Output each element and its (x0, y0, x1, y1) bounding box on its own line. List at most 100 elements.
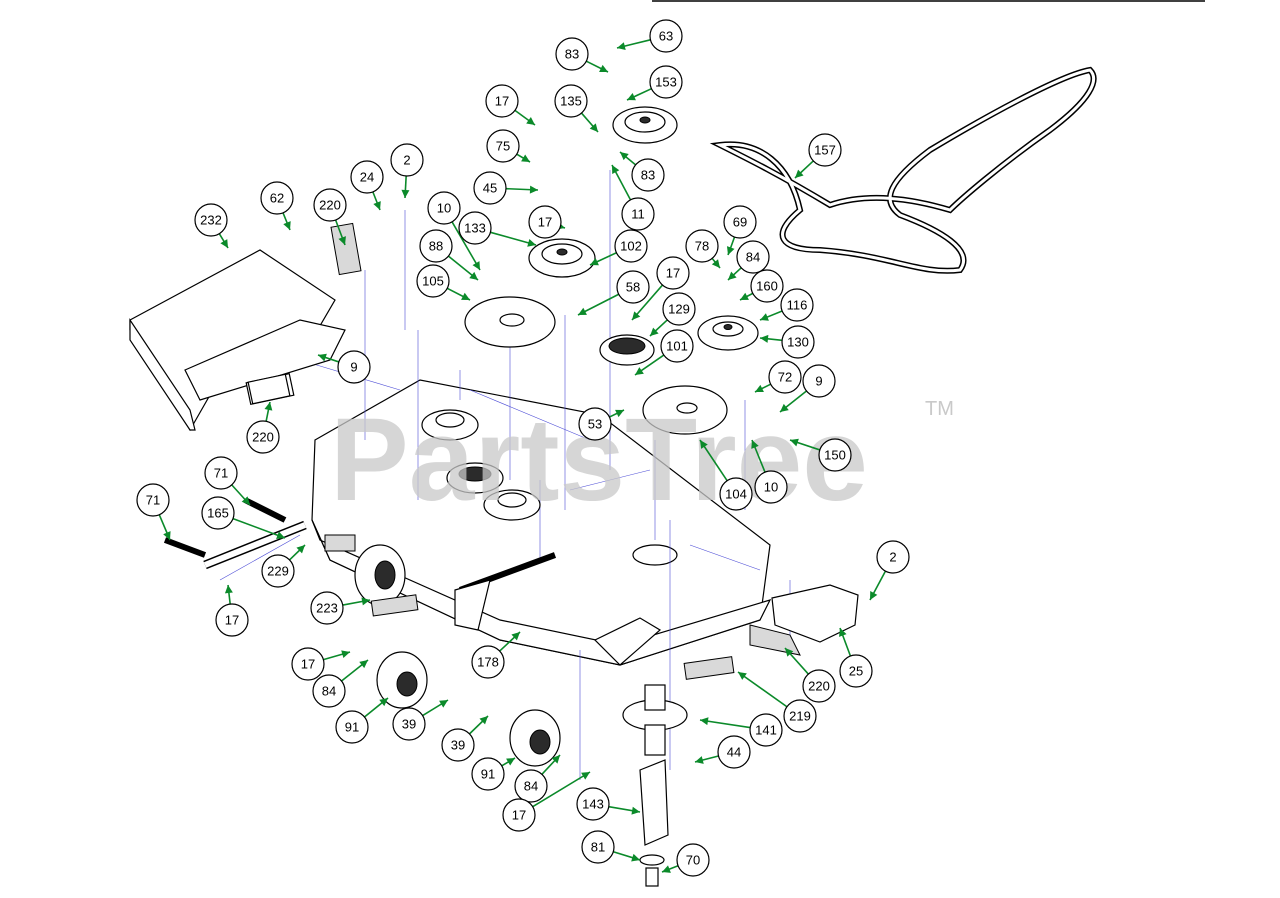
callout-141: 141 (699, 713, 783, 747)
leader-arrowhead (479, 716, 488, 725)
leader-arrowhead (469, 271, 478, 280)
leader-arrowhead (264, 402, 273, 411)
callout-label: 2 (403, 153, 410, 168)
anti-scalp-wheels (354, 544, 561, 767)
callout-label: 10 (764, 480, 778, 495)
callout-circle (802, 669, 836, 703)
callout-129: 129 (649, 292, 696, 337)
callout-circle (736, 240, 770, 274)
leader-arrowhead (296, 545, 305, 554)
callout-circle (471, 757, 505, 791)
leader-line (232, 517, 286, 539)
callout-39: 39 (392, 699, 449, 741)
spindle-assembly (622, 684, 688, 887)
leader-arrowhead (401, 189, 410, 198)
callout-116: 116 (759, 288, 814, 322)
callout-104: 104 (699, 439, 753, 511)
callout-label: 141 (755, 723, 777, 738)
callout-91: 91 (471, 757, 516, 791)
leader-arrowhead (529, 185, 538, 194)
callout-circle (685, 229, 719, 263)
callout-78: 78 (685, 229, 721, 269)
leader-arrowhead (599, 64, 608, 72)
leader-arrowhead (379, 698, 388, 707)
callout-circle (392, 707, 426, 741)
callout-220: 220 (246, 401, 280, 454)
callout-circle (204, 456, 238, 490)
callout-circle (656, 256, 690, 290)
callout-circle (649, 65, 683, 99)
callout-84: 84 (514, 754, 561, 803)
callout-circle (781, 325, 815, 359)
leader-arrowhead (338, 236, 346, 245)
callout-label: 44 (727, 745, 741, 760)
callout-label: 220 (319, 198, 341, 213)
leader-arrowhead (318, 353, 327, 362)
callout-circle (390, 143, 424, 177)
callout-83: 83 (619, 151, 665, 192)
leader-line (451, 221, 481, 271)
callout-label: 83 (641, 168, 655, 183)
callout-label: 101 (666, 339, 688, 354)
leader-arrowhead (839, 628, 847, 637)
callout-135: 135 (554, 84, 599, 133)
callout-circle (514, 769, 548, 803)
callout-circle (578, 407, 612, 441)
callout-circle (555, 37, 589, 71)
callout-label: 17 (225, 613, 239, 628)
leader-arrowhead (521, 154, 530, 162)
callout-72: 72 (754, 360, 802, 394)
callout-84: 84 (312, 659, 369, 708)
callout-58: 58 (577, 270, 650, 316)
callout-220: 220 (313, 188, 347, 246)
callout-label: 91 (481, 767, 495, 782)
callout-101: 101 (634, 329, 694, 376)
leader-arrowhead (738, 672, 747, 680)
leader-arrowhead (795, 169, 804, 178)
leader-arrowhead (224, 585, 233, 594)
callout-label: 129 (668, 302, 690, 317)
leader-arrowhead (506, 758, 515, 766)
callout-label: 45 (483, 181, 497, 196)
leader-arrowhead (755, 384, 764, 392)
leader-arrowhead (590, 258, 599, 266)
callout-229: 229 (261, 544, 306, 588)
callout-circle (485, 84, 519, 118)
callout-69: 69 (723, 205, 757, 256)
callout-circle (808, 133, 842, 167)
callout-17: 17 (215, 584, 249, 637)
leader-arrowhead (790, 438, 799, 447)
callout-label: 223 (316, 601, 338, 616)
callout-label: 63 (659, 29, 673, 44)
callout-102: 102 (589, 229, 648, 266)
leader-arrowhead (461, 292, 470, 300)
leader-arrowhead (361, 597, 370, 606)
leader-line (532, 771, 591, 808)
callout-label: 178 (477, 655, 499, 670)
callout-label: 75 (496, 139, 510, 154)
leader-arrowhead (578, 307, 587, 315)
callout-label: 165 (207, 506, 229, 521)
callout-157: 157 (794, 133, 842, 179)
leader-arrowhead (632, 311, 641, 320)
callout-label: 157 (814, 143, 836, 158)
callout-label: 116 (787, 298, 808, 313)
callout-circle (576, 787, 610, 821)
leader-arrowhead (341, 650, 350, 659)
callout-25: 25 (839, 627, 873, 688)
callout-circle (313, 188, 347, 222)
right-guard (749, 584, 859, 656)
leader-arrowhead (589, 123, 598, 132)
callout-label: 17 (301, 657, 315, 672)
leader-arrowhead (635, 367, 644, 375)
callout-232: 232 (194, 203, 229, 249)
callout-9: 9 (317, 350, 371, 384)
leader-arrowhead (359, 660, 368, 669)
callout-label: 24 (360, 170, 374, 185)
callout-circle (660, 329, 694, 363)
callout-circle (554, 84, 588, 118)
callout-circle (215, 603, 249, 637)
leader-arrowhead (620, 152, 629, 161)
callout-label: 72 (778, 370, 792, 385)
